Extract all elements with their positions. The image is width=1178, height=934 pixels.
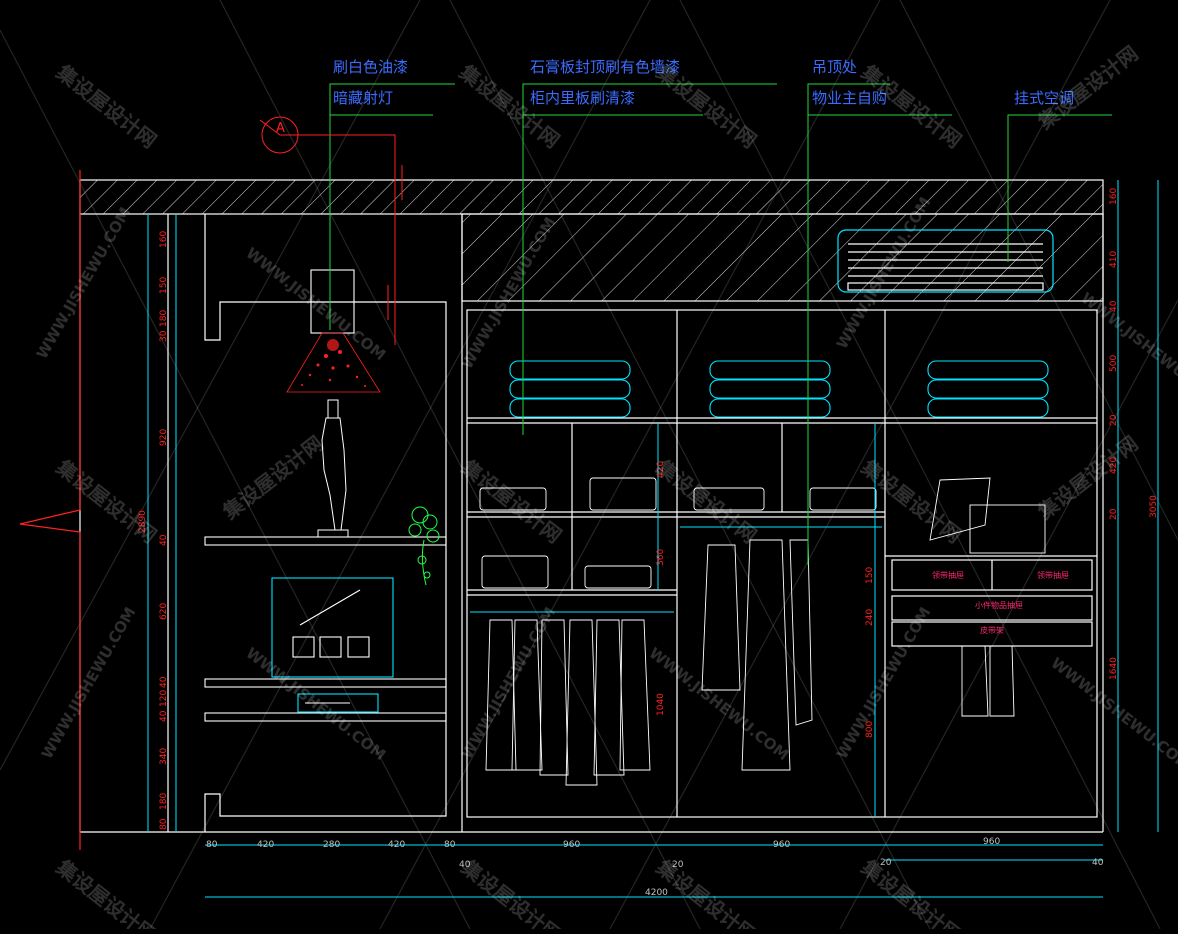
svg-text:150: 150: [865, 567, 875, 584]
label-wall-ac: 挂式空调: [1014, 89, 1074, 107]
svg-text:集设屋设计网: 集设屋设计网: [856, 854, 966, 929]
svg-text:40: 40: [159, 710, 169, 722]
drawer-label: 皮带架: [980, 625, 1004, 635]
annotation-labels: 刷白色油漆 暗藏射灯 石膏板封顶刷有色墙漆 柜内里板刷清漆 吊顶处 物业主自购 …: [333, 58, 1074, 107]
svg-text:40: 40: [159, 534, 169, 546]
drawer-label: 领带抽屉: [1037, 570, 1069, 580]
ceiling-slab: [79, 179, 1104, 215]
svg-text:80: 80: [444, 840, 456, 850]
hanging-rods: [470, 526, 882, 613]
svg-text:集设屋设计网: 集设屋设计网: [651, 454, 761, 547]
drawer-label: 领带抽屉: [932, 570, 964, 580]
svg-text:20: 20: [672, 860, 684, 870]
inner-dimensions: 420 360 150 240 1040 1640 800: [656, 461, 1119, 738]
svg-text:420: 420: [257, 840, 274, 850]
svg-text:WWW.JISHEWU.COM: WWW.JISHEWU.COM: [33, 204, 135, 362]
svg-text:20: 20: [1109, 414, 1119, 426]
svg-text:160: 160: [159, 231, 169, 248]
svg-text:410: 410: [1109, 251, 1119, 268]
tv-unit: [271, 577, 394, 713]
svg-text:800: 800: [865, 721, 875, 738]
svg-text:180: 180: [159, 793, 169, 810]
svg-text:20: 20: [880, 858, 892, 868]
svg-text:集设屋设计网: 集设屋设计网: [651, 59, 761, 152]
section-marker: A: [259, 116, 403, 345]
svg-text:960: 960: [563, 840, 580, 850]
right-dimensions: 160 410 40 500 20 420 20 3050: [1109, 188, 1159, 520]
soffit: [461, 213, 1104, 302]
dimension-lines: [147, 180, 1159, 898]
label-suspended-ceiling: 吊顶处: [812, 58, 857, 76]
svg-text:20: 20: [1109, 508, 1119, 520]
left-dimensions: 160 150 180 30 920 40 620 40 120 40 340 …: [138, 231, 169, 830]
svg-text:420: 420: [388, 840, 405, 850]
svg-text:WWW.JISHEWU.COM: WWW.JISHEWU.COM: [38, 604, 140, 762]
svg-text:280: 280: [323, 840, 340, 850]
bottom-dimensions: 80 420 280 420 80 960 960 960 40 20 20 4…: [206, 837, 1104, 898]
svg-text:WWW.JISHEWU.COM: WWW.JISHEWU.COM: [833, 604, 935, 762]
svg-text:1640: 1640: [1109, 657, 1119, 680]
svg-text:2890: 2890: [138, 510, 148, 533]
svg-text:集设屋设计网: 集设屋设计网: [1033, 41, 1143, 134]
left-niche: [79, 214, 1104, 833]
spotlight-glow: [286, 332, 381, 393]
wardrobe-frame: [466, 309, 1098, 818]
label-paint-white: 刷白色油漆: [333, 58, 408, 76]
svg-text:1040: 1040: [656, 693, 666, 716]
air-conditioner: [837, 229, 1054, 293]
break-line: [19, 170, 81, 850]
plant: [408, 506, 440, 586]
svg-text:420: 420: [1109, 457, 1119, 474]
svg-text:集设屋设计网: 集设屋设计网: [51, 59, 161, 152]
hanging-clothes: [485, 539, 1015, 786]
svg-text:960: 960: [773, 840, 790, 850]
svg-text:WWW.JISHEWU.COM: WWW.JISHEWU.COM: [243, 244, 390, 364]
svg-text:180: 180: [159, 310, 169, 327]
svg-text:500: 500: [1109, 355, 1119, 372]
svg-text:360: 360: [656, 549, 666, 566]
svg-text:160: 160: [1109, 188, 1119, 205]
svg-text:80: 80: [206, 840, 218, 850]
left-shelves: [204, 536, 447, 722]
svg-text:30: 30: [159, 330, 169, 342]
svg-text:150: 150: [159, 277, 169, 294]
svg-text:40: 40: [1092, 858, 1104, 868]
svg-text:集设屋设计网: 集设屋设计网: [1033, 431, 1143, 524]
svg-text:集设屋设计网: 集设屋设计网: [51, 854, 161, 929]
svg-text:4200: 4200: [645, 888, 668, 898]
svg-text:620: 620: [159, 603, 169, 620]
svg-text:集设屋设计网: 集设屋设计网: [456, 454, 566, 547]
svg-text:40: 40: [1109, 300, 1119, 312]
folded-towels: [509, 360, 1049, 418]
svg-text:120: 120: [159, 690, 169, 707]
label-gypsum-ceiling: 石膏板封顶刷有色墙漆: [530, 58, 680, 76]
svg-text:集设屋设计网: 集设屋设计网: [51, 454, 161, 547]
svg-text:WWW.JISHEWU.COM: WWW.JISHEWU.COM: [458, 604, 560, 762]
label-cabinet-inside: 柜内里板刷清漆: [530, 89, 635, 107]
folded-shirts: [479, 477, 1046, 589]
label-owner-choice: 物业主自购: [812, 89, 887, 107]
leader-lines: [329, 83, 1112, 565]
svg-text:WWW.JISHEWU.COM: WWW.JISHEWU.COM: [1078, 289, 1178, 409]
svg-text:420: 420: [656, 461, 666, 478]
svg-text:40: 40: [459, 860, 471, 870]
sculpture: [317, 399, 349, 538]
drawer-labels: 领带抽屉 领带抽屉 小件物品抽屉 皮带架: [932, 570, 1069, 635]
svg-text:40: 40: [159, 676, 169, 688]
svg-text:集设屋设计网: 集设屋设计网: [856, 454, 966, 547]
drawer-label: 小件物品抽屉: [975, 600, 1023, 610]
svg-text:340: 340: [159, 748, 169, 765]
svg-text:3050: 3050: [1149, 495, 1159, 518]
section-mark-letter: A: [276, 121, 285, 136]
svg-text:WWW.JISHEWU.COM: WWW.JISHEWU.COM: [646, 644, 793, 764]
svg-text:240: 240: [865, 609, 875, 626]
label-hidden-light: 暗藏射灯: [333, 89, 393, 107]
svg-text:960: 960: [983, 837, 1000, 847]
svg-text:集设屋设计网: 集设屋设计网: [456, 854, 566, 929]
svg-text:80: 80: [159, 818, 169, 830]
svg-text:WWW.JISHEWU.COM: WWW.JISHEWU.COM: [243, 644, 390, 764]
svg-text:920: 920: [159, 429, 169, 446]
